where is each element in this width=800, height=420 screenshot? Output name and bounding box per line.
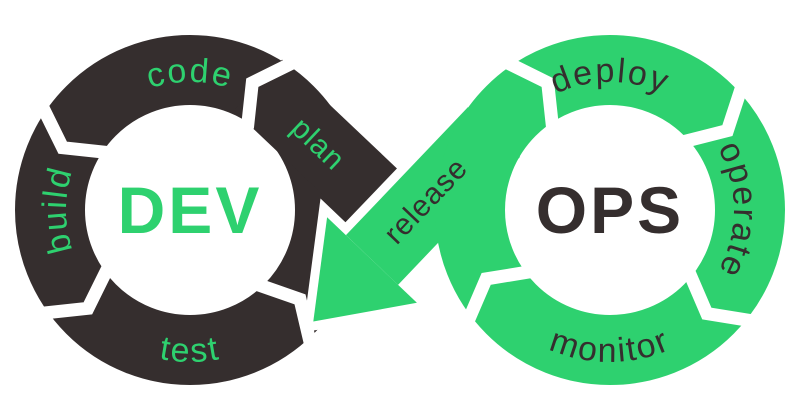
chevron-separator-code-build (36, 103, 109, 160)
release-arrowhead-icon (302, 198, 436, 333)
chevron-separator-release-deploy (503, 56, 560, 129)
test-label: test (157, 329, 220, 370)
chevron-separator-test-release (254, 278, 317, 346)
dev-center-label: DEV (118, 173, 263, 247)
ops-center-label: OPS (536, 173, 684, 247)
segment-separators (36, 56, 753, 346)
test-label-text: test (157, 329, 222, 370)
ops-loop (435, 35, 785, 385)
chevron-separator-deploy-operate (681, 85, 748, 149)
chevron-separator-monitor-end (462, 265, 533, 324)
ops-ring (435, 35, 785, 385)
chevron-separator-plan-code (240, 56, 297, 129)
chevron-separator-operate-monitor (682, 269, 753, 328)
chevron-separator-build-test (41, 264, 114, 320)
